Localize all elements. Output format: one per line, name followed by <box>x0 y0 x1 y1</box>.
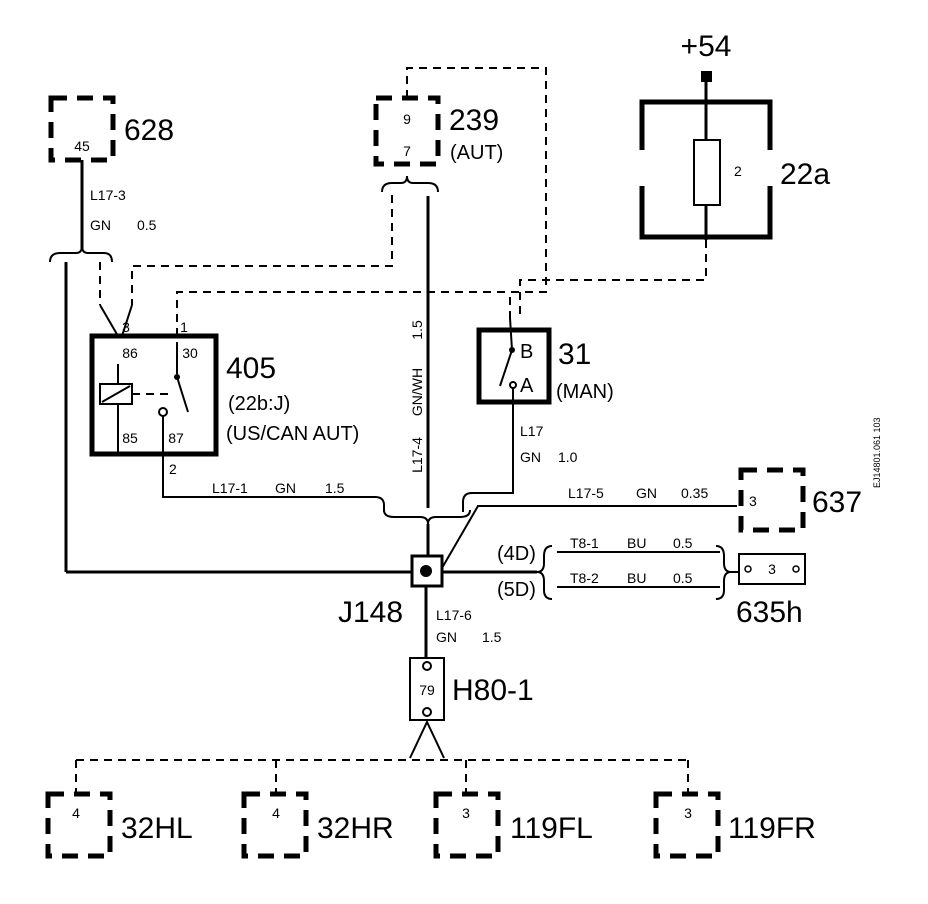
wire-t8-2-color: BU <box>627 570 646 586</box>
component-239-label: 239 <box>449 104 499 137</box>
component-119fr-label: 119FR <box>728 812 816 845</box>
wire-l17-3-name: L17-3 <box>90 187 126 203</box>
component-239-pin-top: 9 <box>403 111 411 127</box>
component-628-label: 628 <box>124 114 174 147</box>
component-405: 3 1 86 30 85 87 405 (22b:J) (US/CAN AUT) <box>89 319 359 457</box>
component-405-pin-2: 2 <box>169 461 177 477</box>
component-119fr-pin: 3 <box>684 805 692 821</box>
component-405-pin-86: 86 <box>122 345 138 361</box>
component-405-pin-30: 30 <box>182 345 198 361</box>
component-628-pin: 45 <box>74 138 90 154</box>
supply-54-label: +54 <box>681 30 732 63</box>
wire-l17-5-name: L17-5 <box>568 485 604 501</box>
component-31: B A 31 (MAN) <box>476 317 614 405</box>
component-31-label: 31 <box>558 338 591 371</box>
wire-l17-3-color: GN <box>90 217 111 233</box>
component-637-pin: 3 <box>749 493 757 509</box>
component-637: 3 637 <box>738 467 862 533</box>
component-635h: 3 635h <box>736 553 806 629</box>
wire-l17-4-size: 1.5 <box>409 320 425 340</box>
component-31-pin-b: B <box>520 341 533 363</box>
component-32hl-label: 32HL <box>121 812 193 845</box>
component-405-pin-87: 87 <box>168 430 184 446</box>
component-32hl: 4 32HL <box>45 791 193 859</box>
component-h80-1-pin: 79 <box>419 682 435 698</box>
component-22a-label: 22a <box>780 158 830 191</box>
component-31-sub: (MAN) <box>556 381 614 403</box>
component-239: 9 7 239 (AUT) <box>373 95 503 167</box>
component-32hr-pin: 4 <box>272 805 280 821</box>
wire-l17-5-color: GN <box>636 485 657 501</box>
component-239-sub: (AUT) <box>450 142 503 164</box>
component-32hl-pin: 4 <box>72 805 80 821</box>
component-32hr: 4 32HR <box>241 791 394 859</box>
component-119fl: 3 119FL <box>433 791 593 859</box>
component-h80-1-label: H80-1 <box>452 674 534 707</box>
wire-l17-1-name: L17-1 <box>212 480 248 496</box>
component-635h-label: 635h <box>736 596 803 629</box>
component-405-pin-85: 85 <box>122 430 138 446</box>
wire-t8-2-variant: (5D) <box>497 579 536 601</box>
wire-l17-6-size: 1.5 <box>482 629 502 645</box>
component-119fr: 3 119FR <box>653 791 816 859</box>
component-119fl-label: 119FL <box>510 812 593 845</box>
component-22a: 2 22a <box>639 99 830 240</box>
component-405-pin-1: 1 <box>180 319 188 335</box>
wire-l17-1-size: 1.5 <box>325 480 345 496</box>
component-32hr-label: 32HR <box>317 812 394 845</box>
wire-t8-1-name: T8-1 <box>570 535 599 551</box>
wire-l17-color: GN <box>520 449 541 465</box>
component-405-sub1: (22b:J) <box>228 393 290 415</box>
wire-l17-4-color: GN/WH <box>409 368 425 416</box>
wire-t8-2-size: 0.5 <box>673 570 693 586</box>
wire-l17-5-size: 0.35 <box>681 485 708 501</box>
wire-t8-1-size: 0.5 <box>673 535 693 551</box>
wire-l17-3-size: 0.5 <box>137 217 157 233</box>
component-h80-1: 79 H80-1 <box>409 657 534 721</box>
wire-l17-4-name: L17-4 <box>409 437 425 473</box>
wire-l17-1-color: GN <box>275 480 296 496</box>
wire-l17-6-color: GN <box>436 629 457 645</box>
component-637-label: 637 <box>812 486 862 519</box>
wire-t8-1-variant: (4D) <box>497 543 536 565</box>
wire-l17-size: 1.0 <box>558 449 578 465</box>
reference-code: EJ14801.061 103 <box>872 417 882 488</box>
component-635h-pin: 3 <box>768 561 776 577</box>
component-405-pin-3: 3 <box>122 319 130 335</box>
component-405-label: 405 <box>226 352 276 385</box>
component-405-sub2: (US/CAN AUT) <box>226 423 359 445</box>
component-239-pin-bottom: 7 <box>403 143 411 159</box>
wire-t8-1-color: BU <box>627 535 646 551</box>
wire-t8-2-name: T8-2 <box>570 570 599 586</box>
wire-l17-name: L17 <box>520 423 544 439</box>
component-31-pin-a: A <box>520 375 534 397</box>
component-119fl-pin: 3 <box>462 805 470 821</box>
junction-j148-label: J148 <box>338 596 403 629</box>
wire-l17-6-name: L17-6 <box>436 607 472 623</box>
component-628: 45 628 <box>48 95 174 163</box>
component-22a-pin: 2 <box>734 163 742 179</box>
